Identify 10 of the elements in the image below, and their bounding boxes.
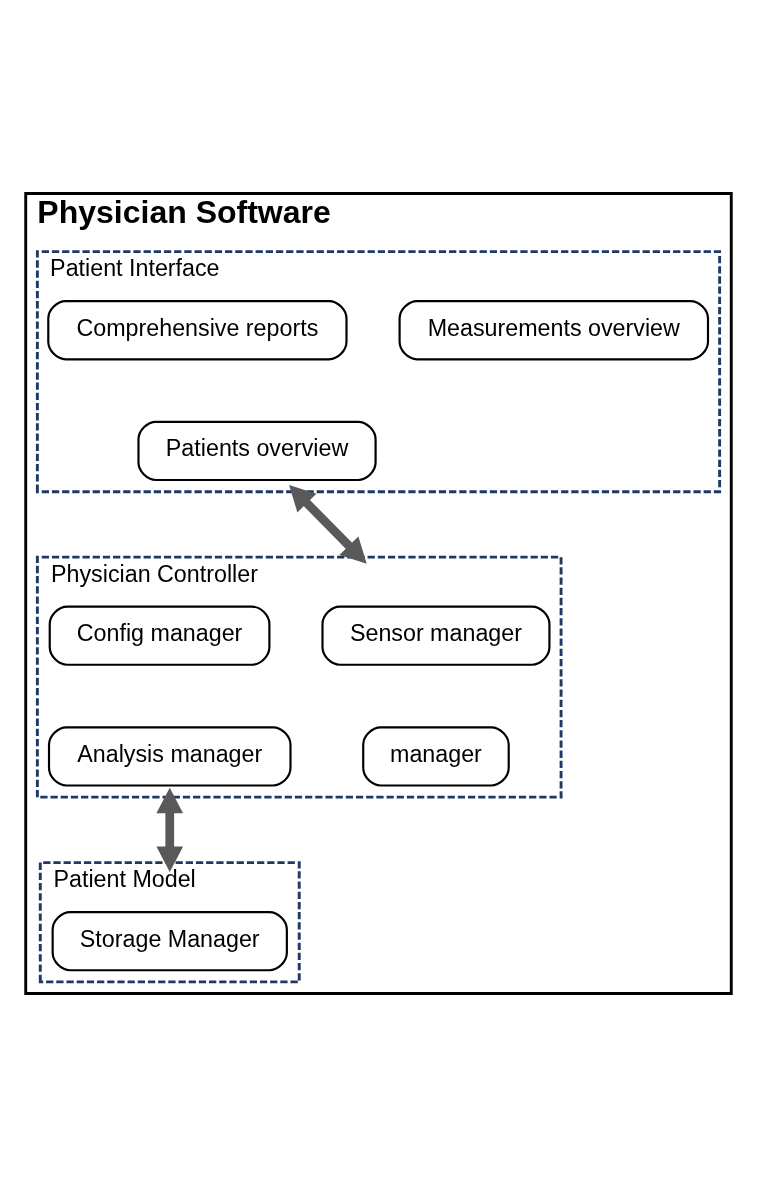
node-box: manager bbox=[362, 726, 510, 787]
node-box: Config manager bbox=[48, 605, 271, 666]
arrow bbox=[289, 485, 367, 564]
node-box: Patients overview bbox=[137, 420, 377, 482]
node-box: Analysis manager bbox=[47, 726, 292, 787]
node-box: Measurements overview bbox=[398, 300, 710, 361]
node-box: Comprehensive reports bbox=[47, 300, 348, 361]
node-box: Storage Manager bbox=[51, 911, 288, 972]
arrow bbox=[156, 787, 184, 872]
node-box: Sensor manager bbox=[321, 605, 551, 666]
